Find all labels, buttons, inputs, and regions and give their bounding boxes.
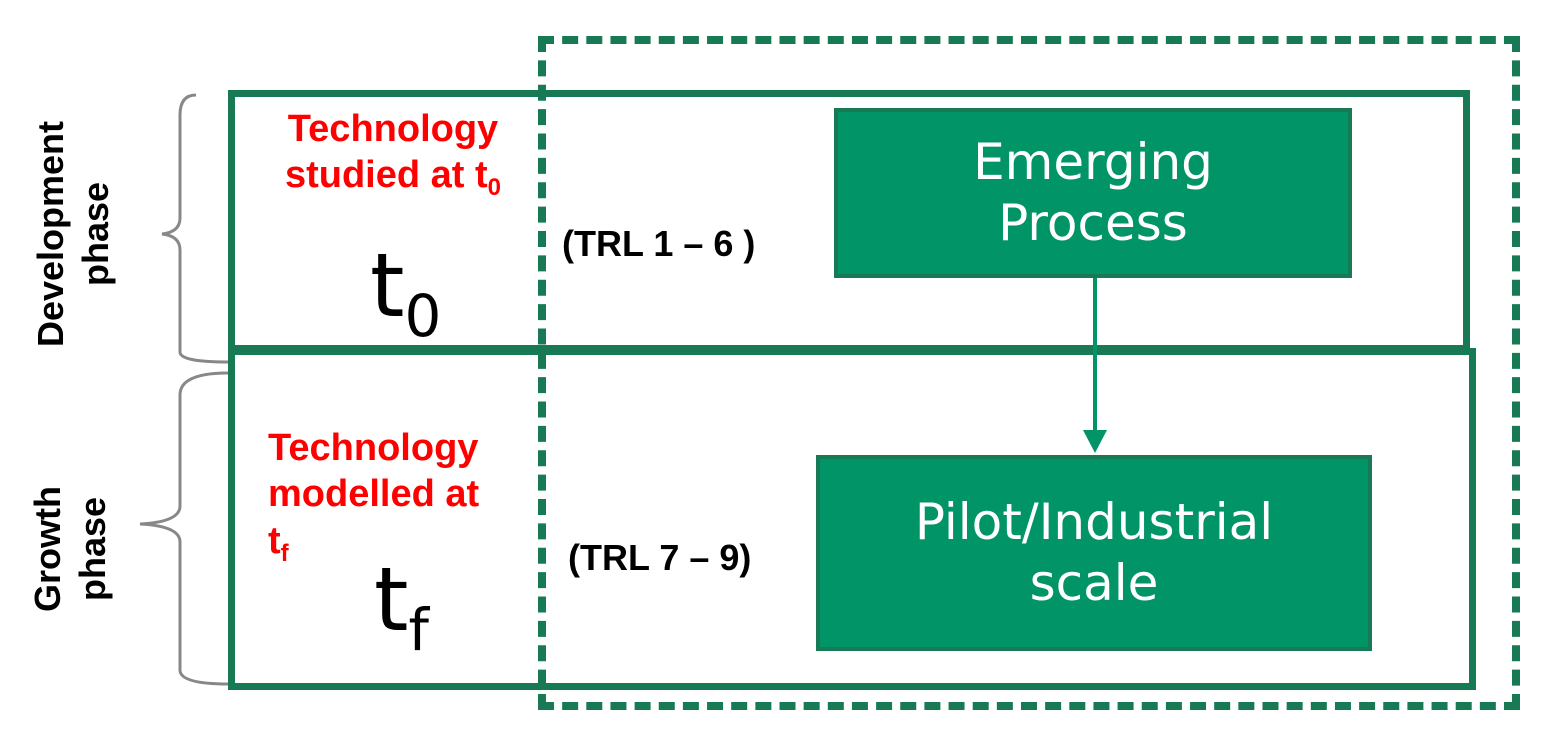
technology-studied-label: Technology studied at t0	[253, 106, 533, 203]
technology-modelled-line2: modelled at	[268, 473, 480, 516]
growth-phase-label: Growth phase	[27, 486, 113, 612]
growth-bracket	[139, 371, 229, 686]
development-bracket	[161, 93, 229, 364]
growth-phase-box	[228, 348, 1476, 690]
pilot-industrial-label: Pilot/Industrial scale	[914, 493, 1274, 612]
technology-modelled-line3: tf	[268, 519, 289, 567]
dashed-scope-frame	[538, 36, 1520, 710]
technology-studied-line1: Technology	[287, 108, 499, 150]
time-tf-symbol: tf	[374, 548, 429, 664]
emerging-process-label: Emerging Process	[973, 133, 1213, 252]
trl-development-label: (TRL 1 – 6 )	[562, 223, 756, 264]
time-t0-symbol: t0	[370, 234, 442, 350]
development-phase-label: Development phase	[30, 120, 116, 348]
technology-studied-line2: studied at t0	[284, 154, 502, 202]
emerging-process-box: Emerging Process	[834, 108, 1352, 278]
pilot-industrial-box: Pilot/Industrial scale	[816, 455, 1372, 651]
technology-modelled-label: Technology modelled at tf	[268, 425, 538, 568]
technology-modelled-line1: Technology	[268, 427, 479, 469]
trl-growth-label: (TRL 7 – 9)	[568, 537, 752, 578]
